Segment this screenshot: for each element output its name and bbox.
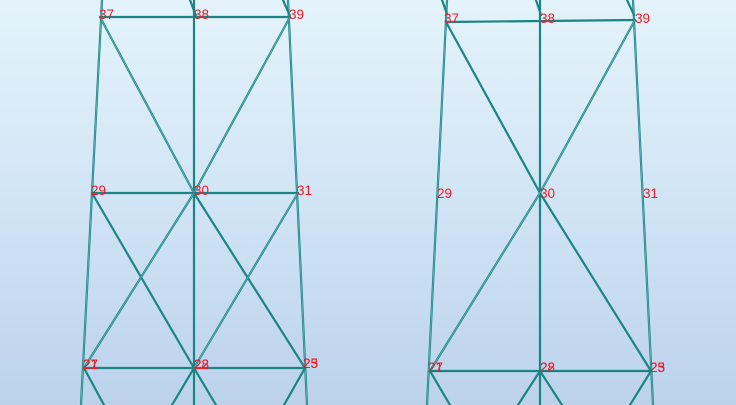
top-diagonal-stub xyxy=(188,0,198,18)
top-diagonal-stub xyxy=(440,0,449,16)
left-truss-view: 37 38 39 29 30 31 21 27 22 28 23 25 xyxy=(79,0,318,405)
node-label: 25 xyxy=(650,360,665,375)
node-label: 39 xyxy=(635,11,650,26)
diagonal-member xyxy=(90,191,196,370)
bottom-diagonal-stub xyxy=(282,366,307,405)
node-label: 39 xyxy=(289,7,304,22)
horizontal-member xyxy=(444,18,637,24)
node-label: 37 xyxy=(444,11,459,26)
node-label: 22 xyxy=(540,360,555,375)
node-label: 37 xyxy=(99,7,114,22)
bottom-diagonal-stub xyxy=(628,369,653,405)
node-label: 31 xyxy=(643,186,658,201)
node-label: 21 xyxy=(83,357,98,372)
node-label: 31 xyxy=(297,183,312,198)
node-label: 30 xyxy=(540,186,555,201)
bottom-diagonal-stub xyxy=(82,366,106,405)
bottom-diagonal-stub xyxy=(428,369,452,405)
bottom-diagonal-stub xyxy=(170,366,196,405)
bottom-diagonal-stub xyxy=(516,369,542,405)
top-diagonal-stub xyxy=(534,0,543,17)
node-label: 28 xyxy=(194,357,209,372)
bottom-diagonal-stub xyxy=(192,366,218,405)
node-label: 30 xyxy=(194,183,209,198)
node-label: 23 xyxy=(650,360,665,375)
node-label: 29 xyxy=(91,183,106,198)
node-label: 29 xyxy=(437,186,452,201)
top-diagonal-stub xyxy=(281,0,292,18)
diagonal-member xyxy=(538,191,653,373)
bottom-diagonal-stub xyxy=(538,369,564,405)
node-label: 21 xyxy=(428,360,443,375)
node-label: 23 xyxy=(303,356,318,371)
diagonal-member xyxy=(444,20,542,195)
top-diagonal-stub xyxy=(625,0,636,17)
right-truss-view: 37 38 39 29 30 31 21 27 22 28 23 25 xyxy=(425,0,665,405)
diagonal-member xyxy=(192,191,307,370)
node-label: 38 xyxy=(194,7,209,22)
node-label: 22 xyxy=(194,357,209,372)
node-label: 27 xyxy=(83,357,98,372)
node-label: 27 xyxy=(428,360,443,375)
node-label: 25 xyxy=(303,356,318,371)
node-label: 38 xyxy=(540,11,555,26)
node-label: 28 xyxy=(540,360,555,375)
